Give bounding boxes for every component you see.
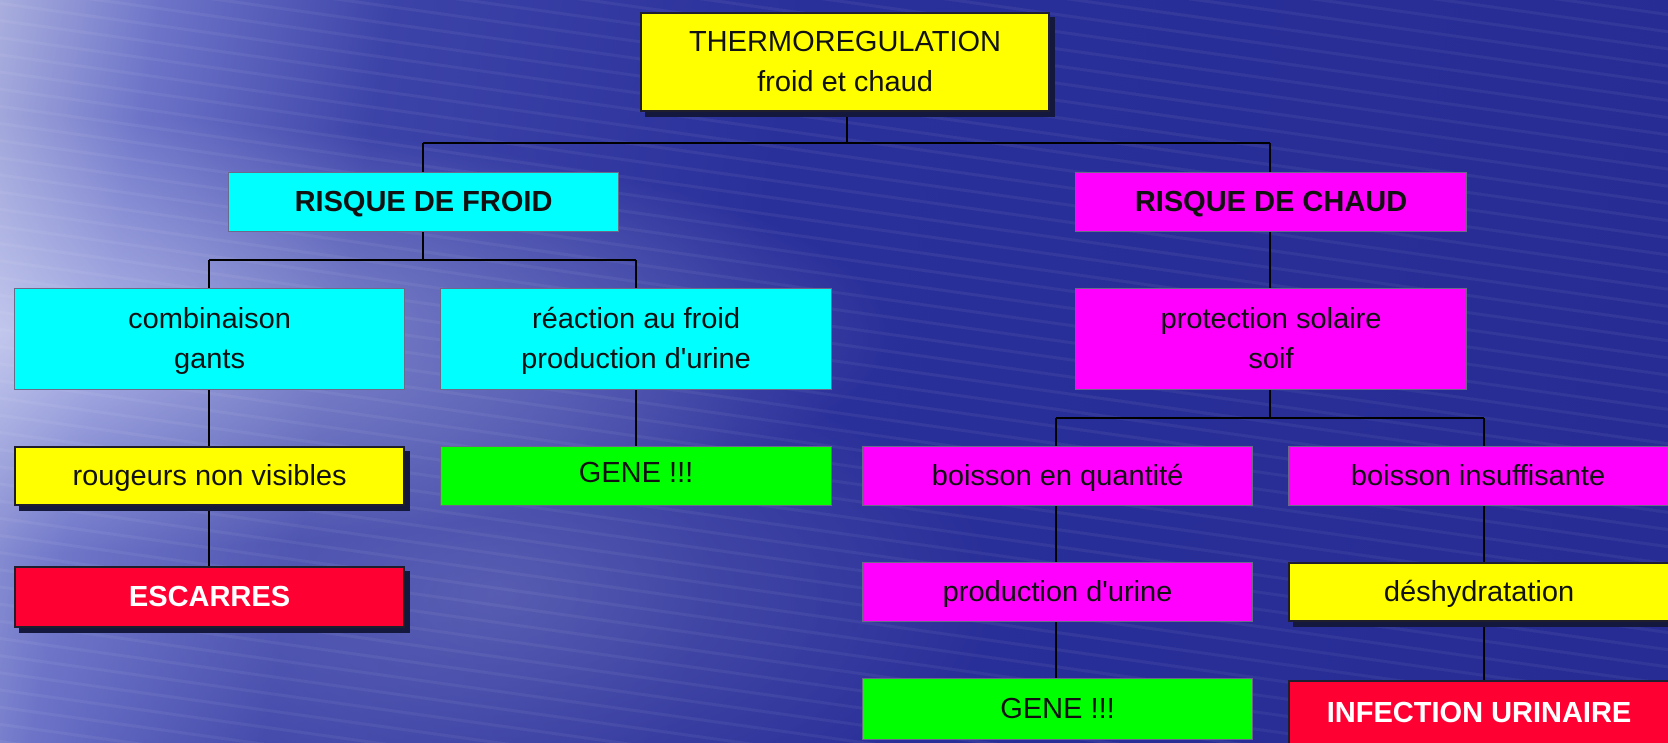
combinaison-gants-box: combinaison gants: [14, 288, 405, 390]
risque-froid-box: RISQUE DE FROID: [228, 172, 619, 232]
boisson-insuffisante-box: boisson insuffisante: [1288, 446, 1668, 506]
deshydratation-label: déshydratation: [1383, 576, 1575, 608]
production-urine-line: production d'urine: [521, 343, 751, 375]
reaction-froid-box: réaction au froid production d'urine: [440, 288, 832, 390]
connector-chaud-middle: [1055, 390, 1485, 446]
risque-froid-label: RISQUE DE FROID: [294, 186, 553, 218]
connector-root: [422, 112, 1271, 172]
gene-froid-box: GENE !!!: [440, 446, 832, 506]
risque-chaud-box: RISQUE DE CHAUD: [1075, 172, 1467, 232]
infection-urinaire-label: INFECTION URINAIRE: [1326, 696, 1632, 729]
rougeurs-box: rougeurs non visibles: [14, 446, 405, 506]
production-urine-chaud-box: production d'urine: [862, 562, 1253, 622]
gene-chaud-label: GENE !!!: [1000, 693, 1115, 725]
infection-urinaire-box: INFECTION URINAIRE: [1288, 680, 1668, 743]
root-line1: THERMOREGULATION: [688, 26, 1002, 58]
protection-solaire-box: protection solaire soif: [1075, 288, 1467, 390]
gene-chaud-box: GENE !!!: [862, 678, 1253, 740]
gants-line: gants: [174, 343, 245, 375]
boisson-insuffisante-label: boisson insuffisante: [1350, 460, 1606, 492]
root-thermoregulation: THERMOREGULATION froid et chaud: [640, 12, 1050, 112]
reaction-froid-line: réaction au froid: [532, 303, 740, 335]
protection-solaire-line: protection solaire: [1160, 303, 1382, 335]
connector-froid: [208, 232, 637, 288]
production-urine-chaud-label: production d'urine: [942, 576, 1173, 608]
risque-chaud-label: RISQUE DE CHAUD: [1134, 186, 1408, 218]
combinaison-line: combinaison: [128, 303, 291, 335]
boisson-quantite-label: boisson en quantité: [931, 460, 1184, 492]
soif-line: soif: [1248, 343, 1294, 375]
root-line2: froid et chaud: [757, 66, 933, 98]
gene-froid-label: GENE !!!: [578, 457, 694, 489]
escarres-label: ESCARRES: [128, 581, 291, 613]
escarres-box: ESCARRES: [14, 566, 405, 628]
boisson-quantite-box: boisson en quantité: [862, 446, 1253, 506]
rougeurs-label: rougeurs non visibles: [72, 460, 347, 492]
deshydratation-box: déshydratation: [1288, 562, 1668, 622]
